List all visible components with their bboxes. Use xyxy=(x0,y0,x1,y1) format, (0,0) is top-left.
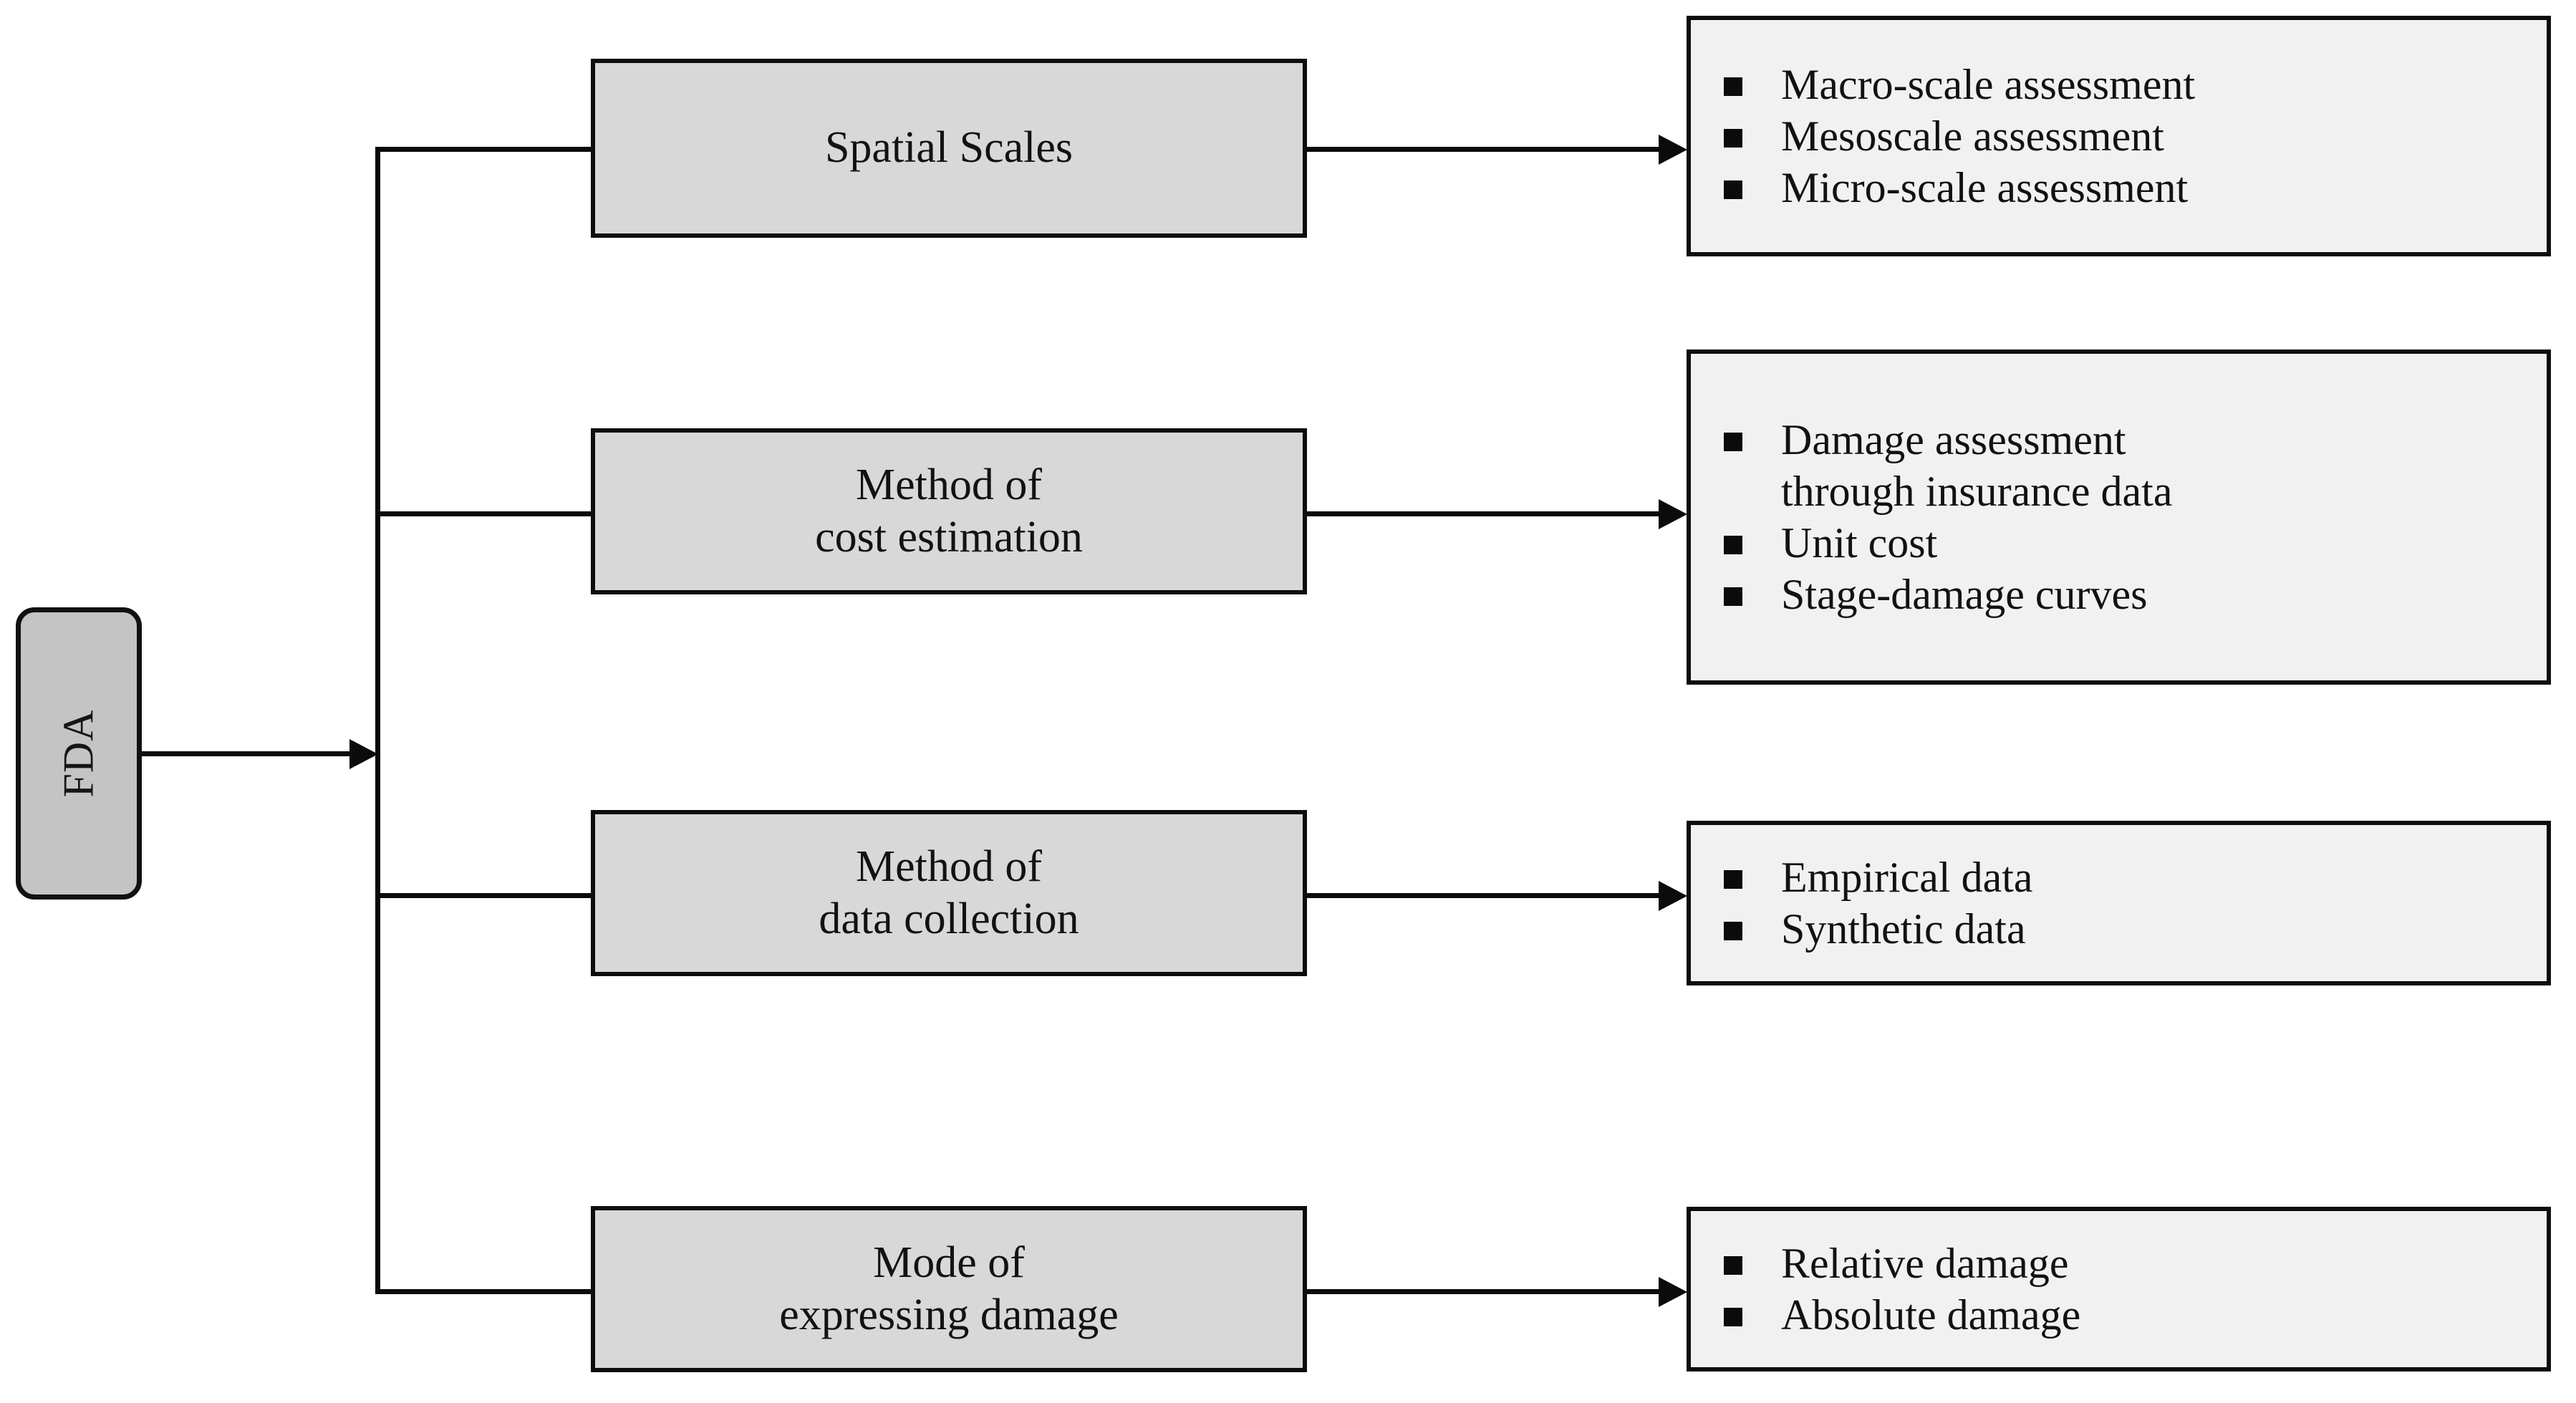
list-item-text: Micro-scale assessment xyxy=(1781,164,2189,211)
list-item-text: Unit cost xyxy=(1781,519,1938,566)
connector-trunk-vertical xyxy=(375,149,380,1293)
list-item: Absolute damage xyxy=(1724,1289,2547,1341)
list-item-text: Synthetic data xyxy=(1781,905,2026,953)
arrowhead-expressing-damage-to-panel xyxy=(1659,1277,1687,1307)
arrowhead-root-to-trunk xyxy=(349,739,378,769)
list-item-text: Absolute damage xyxy=(1781,1291,2081,1339)
square-bullet-icon xyxy=(1724,129,1742,148)
arrowhead-cost-estimation-to-panel xyxy=(1659,499,1687,529)
detail-panel-spatial-scales[interactable]: Macro-scale assessment Mesoscale assessm… xyxy=(1687,16,2551,256)
arrowhead-spatial-scales-to-panel xyxy=(1659,135,1687,165)
connector-data-collection-to-panel xyxy=(1307,893,1661,898)
list-item: Macro-scale assessment xyxy=(1724,59,2547,110)
list-item: Empirical data xyxy=(1724,852,2547,903)
list-item-text: Macro-scale assessment xyxy=(1781,61,2196,108)
arrowhead-data-collection-to-panel xyxy=(1659,881,1687,911)
category-box-spatial-scales[interactable]: Spatial Scales xyxy=(591,59,1307,238)
category-label-line: Mode of xyxy=(873,1238,1025,1287)
connector-cost-estimation-to-panel xyxy=(1307,511,1661,516)
list-item: Mesoscale assessment xyxy=(1724,110,2547,162)
category-label-line: data collection xyxy=(819,895,1079,943)
category-box-method-of-cost-estimation[interactable]: Method of cost estimation xyxy=(591,428,1307,594)
square-bullet-icon xyxy=(1724,180,1742,199)
list-item-text: Stage-damage curves xyxy=(1781,571,2148,618)
connector-trunk-to-expressing-damage xyxy=(375,1289,593,1294)
square-bullet-icon xyxy=(1724,433,1742,451)
list-item: Relative damage xyxy=(1724,1238,2547,1289)
root-node-label: FDA xyxy=(54,709,102,798)
connector-trunk-to-data-collection xyxy=(375,893,593,898)
list-item: Synthetic data xyxy=(1724,903,2547,955)
category-label-line: cost estimation xyxy=(815,513,1083,561)
list-item: Stage-damage curves xyxy=(1724,569,2547,620)
connector-spatial-scales-to-panel xyxy=(1307,147,1661,152)
category-label-line: expressing damage xyxy=(779,1291,1119,1339)
square-bullet-icon xyxy=(1724,870,1742,889)
square-bullet-icon xyxy=(1724,1256,1742,1275)
square-bullet-icon xyxy=(1724,536,1742,554)
detail-panel-method-of-data-collection[interactable]: Empirical data Synthetic data xyxy=(1687,821,2551,985)
list-item: Damage assessment through insurance data xyxy=(1724,414,2547,517)
square-bullet-icon xyxy=(1724,77,1742,96)
root-node-fda[interactable]: FDA xyxy=(16,607,142,900)
list-item-text: Mesoscale assessment xyxy=(1781,112,2164,160)
connector-expressing-damage-to-panel xyxy=(1307,1289,1661,1294)
connector-trunk-to-spatial-scales xyxy=(375,147,593,152)
connector-trunk-to-cost-estimation xyxy=(375,511,593,516)
detail-panel-mode-of-expressing-damage[interactable]: Relative damage Absolute damage xyxy=(1687,1207,2551,1371)
category-label-line: Method of xyxy=(855,460,1043,509)
connector-root-to-trunk xyxy=(142,751,349,756)
list-item-text: Damage assessment through insurance data xyxy=(1781,416,2173,515)
detail-panel-method-of-cost-estimation[interactable]: Damage assessment through insurance data… xyxy=(1687,349,2551,685)
category-label-line: Spatial Scales xyxy=(824,123,1074,173)
list-item-text: Relative damage xyxy=(1781,1240,2069,1287)
square-bullet-icon xyxy=(1724,1308,1742,1326)
square-bullet-icon xyxy=(1724,587,1742,606)
category-box-method-of-data-collection[interactable]: Method of data collection xyxy=(591,810,1307,976)
list-item-text: Empirical data xyxy=(1781,854,2033,901)
list-item: Micro-scale assessment xyxy=(1724,162,2547,213)
list-item: Unit cost xyxy=(1724,517,2547,569)
category-box-mode-of-expressing-damage[interactable]: Mode of expressing damage xyxy=(591,1206,1307,1372)
square-bullet-icon xyxy=(1724,922,1742,940)
category-label-line: Method of xyxy=(855,842,1043,891)
